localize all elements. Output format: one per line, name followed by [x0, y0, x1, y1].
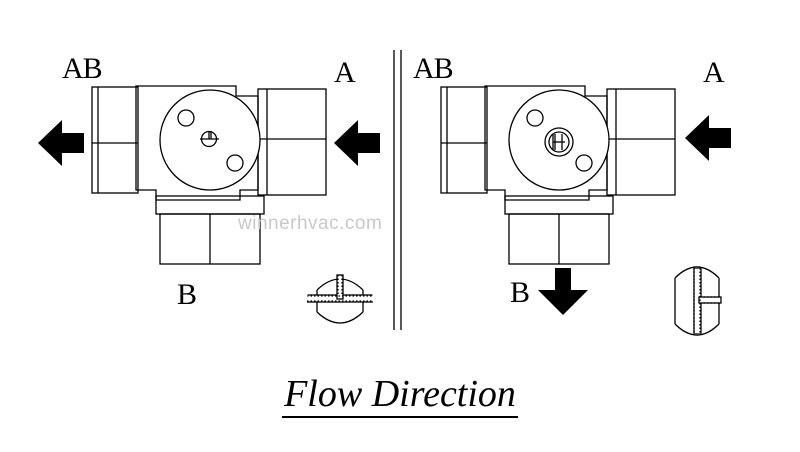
right-label-b: B	[510, 276, 530, 309]
diagram-title-text: Flow Direction	[282, 373, 518, 418]
watermark: winnerhvac.com	[238, 213, 383, 234]
left-valve	[91, 85, 327, 265]
right-port-ab-body	[440, 86, 488, 194]
right-valve	[440, 85, 676, 265]
left-port-b-body	[159, 213, 261, 265]
right-dial-hole-bottom	[575, 154, 593, 172]
left-valve-body	[135, 85, 259, 201]
left-label-a: A	[334, 56, 356, 89]
right-label-a: A	[703, 56, 725, 89]
diagram-title: Flow Direction	[0, 372, 800, 418]
right-port-a-body	[606, 88, 676, 196]
left-label-ab: AB	[62, 52, 103, 85]
right-ball-port-icon	[674, 266, 722, 336]
right-label-ab: AB	[413, 52, 454, 85]
right-dial-hole-top	[526, 109, 544, 127]
left-stem	[200, 130, 219, 148]
left-a-in-arrow	[334, 120, 380, 166]
left-port-a-body	[257, 88, 327, 196]
right-b-out-arrow	[538, 268, 588, 315]
right-bottom-block	[504, 195, 614, 215]
left-ab-out-arrow	[38, 120, 84, 166]
left-dial-hole-top	[177, 109, 195, 127]
center-divider	[393, 50, 402, 330]
right-a-in-arrow	[685, 115, 731, 161]
right-valve-body	[484, 85, 608, 201]
right-stem	[544, 127, 574, 157]
left-label-b: B	[177, 278, 197, 311]
left-port-ab-body	[91, 86, 139, 194]
left-dial-hole-bottom	[226, 154, 244, 172]
left-bottom-block	[155, 195, 265, 215]
right-port-b-body	[508, 213, 610, 265]
left-ball-port-icon	[307, 274, 373, 324]
